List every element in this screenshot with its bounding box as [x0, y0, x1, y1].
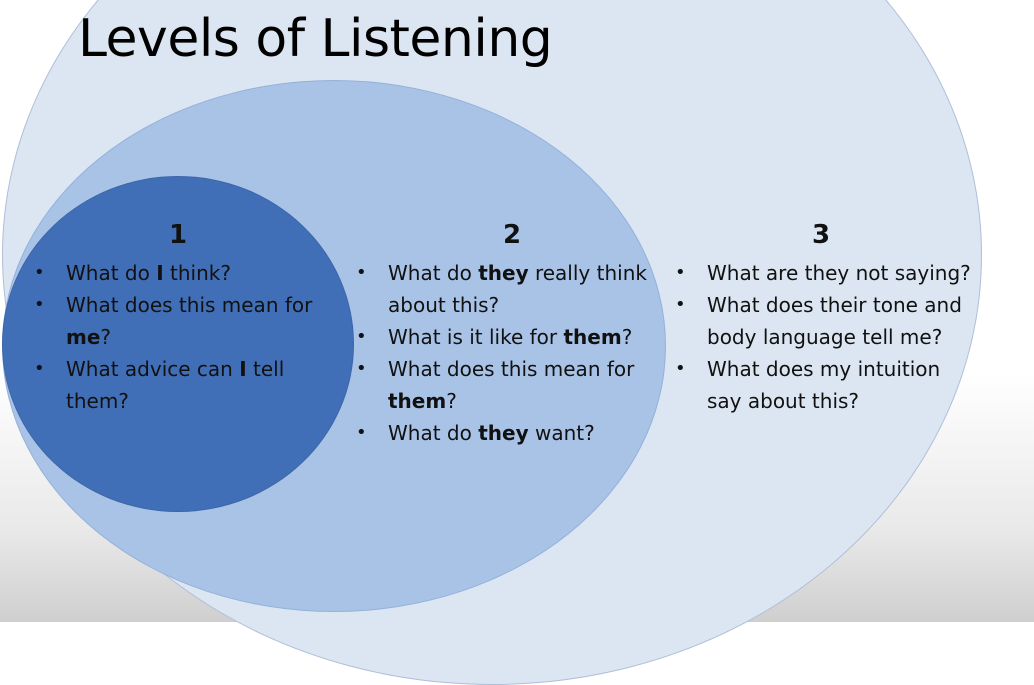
level-2-number: 2 — [502, 220, 522, 250]
question-item: What do I think? — [30, 257, 326, 289]
question-item: What does their tone and body language t… — [671, 289, 971, 353]
level-3-questions: What are they not saying? What does thei… — [671, 257, 971, 417]
question-item: What does this mean for me? — [30, 289, 326, 353]
question-item: What does this mean for them? — [352, 353, 672, 417]
question-item: What does my intuition say about this? — [671, 353, 971, 417]
question-item: What advice can I tell them? — [30, 353, 326, 417]
level-3-column: 3 What are they not saying? What does th… — [671, 0, 971, 622]
level-2-column: 2 What do they really think about this? … — [352, 0, 672, 622]
slide-title: Levels of Listening — [78, 9, 553, 69]
question-item: What do they want? — [352, 417, 672, 449]
question-item: What is it like for them? — [352, 321, 672, 353]
level-3-number: 3 — [811, 220, 831, 250]
level-1-questions: What do I think? What does this mean for… — [30, 257, 326, 417]
level-1-column: 1 What do I think? What does this mean f… — [30, 0, 326, 622]
question-item: What do they really think about this? — [352, 257, 672, 321]
level-1-number: 1 — [168, 220, 188, 250]
question-item: What are they not saying? — [671, 257, 971, 289]
level-2-questions: What do they really think about this? Wh… — [352, 257, 672, 449]
